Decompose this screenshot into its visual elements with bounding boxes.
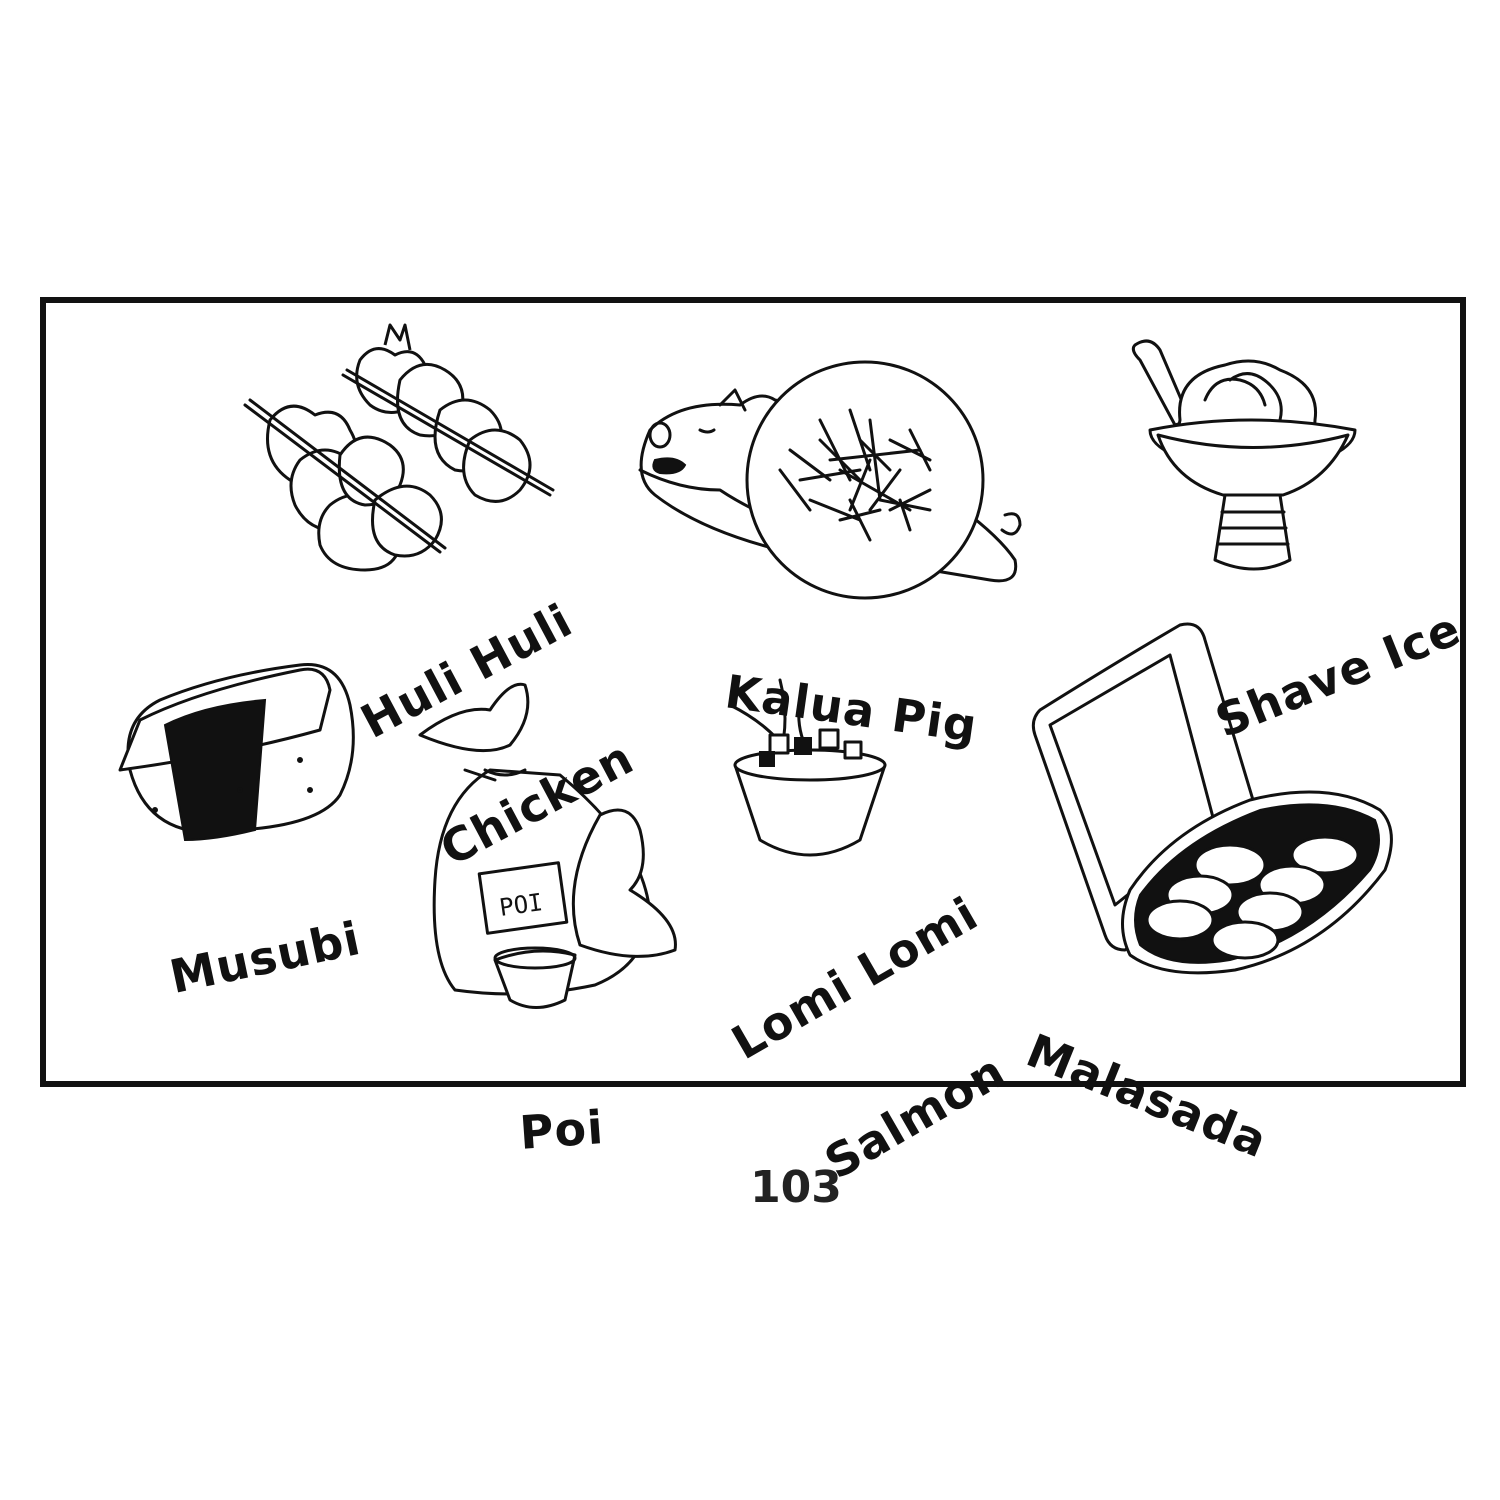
illustration-frame	[40, 297, 1466, 1087]
malasada-illustration	[1031, 622, 1393, 975]
label-line: Lomi Lomi	[722, 886, 988, 1071]
label-line: Kalua Pig	[721, 664, 981, 754]
label-musubi: Musubi	[141, 814, 378, 1051]
label-line: Musubi	[165, 910, 366, 1004]
label-kalua-pig: Kalua Pig	[715, 567, 981, 798]
musubi-illustration	[118, 663, 355, 842]
label-line: Huli Huli	[352, 592, 581, 749]
shave-ice-illustration	[1131, 339, 1357, 571]
kalua-pig-illustration	[638, 360, 1022, 600]
lomi-lomi-salmon-illustration	[728, 678, 887, 857]
page-number: 103	[750, 1162, 842, 1213]
poi-illustration	[418, 682, 677, 1009]
huli-huli-chicken-illustration	[243, 323, 555, 572]
poi-bag-tag: POI	[498, 888, 545, 922]
label-line: Poi	[517, 1100, 606, 1160]
